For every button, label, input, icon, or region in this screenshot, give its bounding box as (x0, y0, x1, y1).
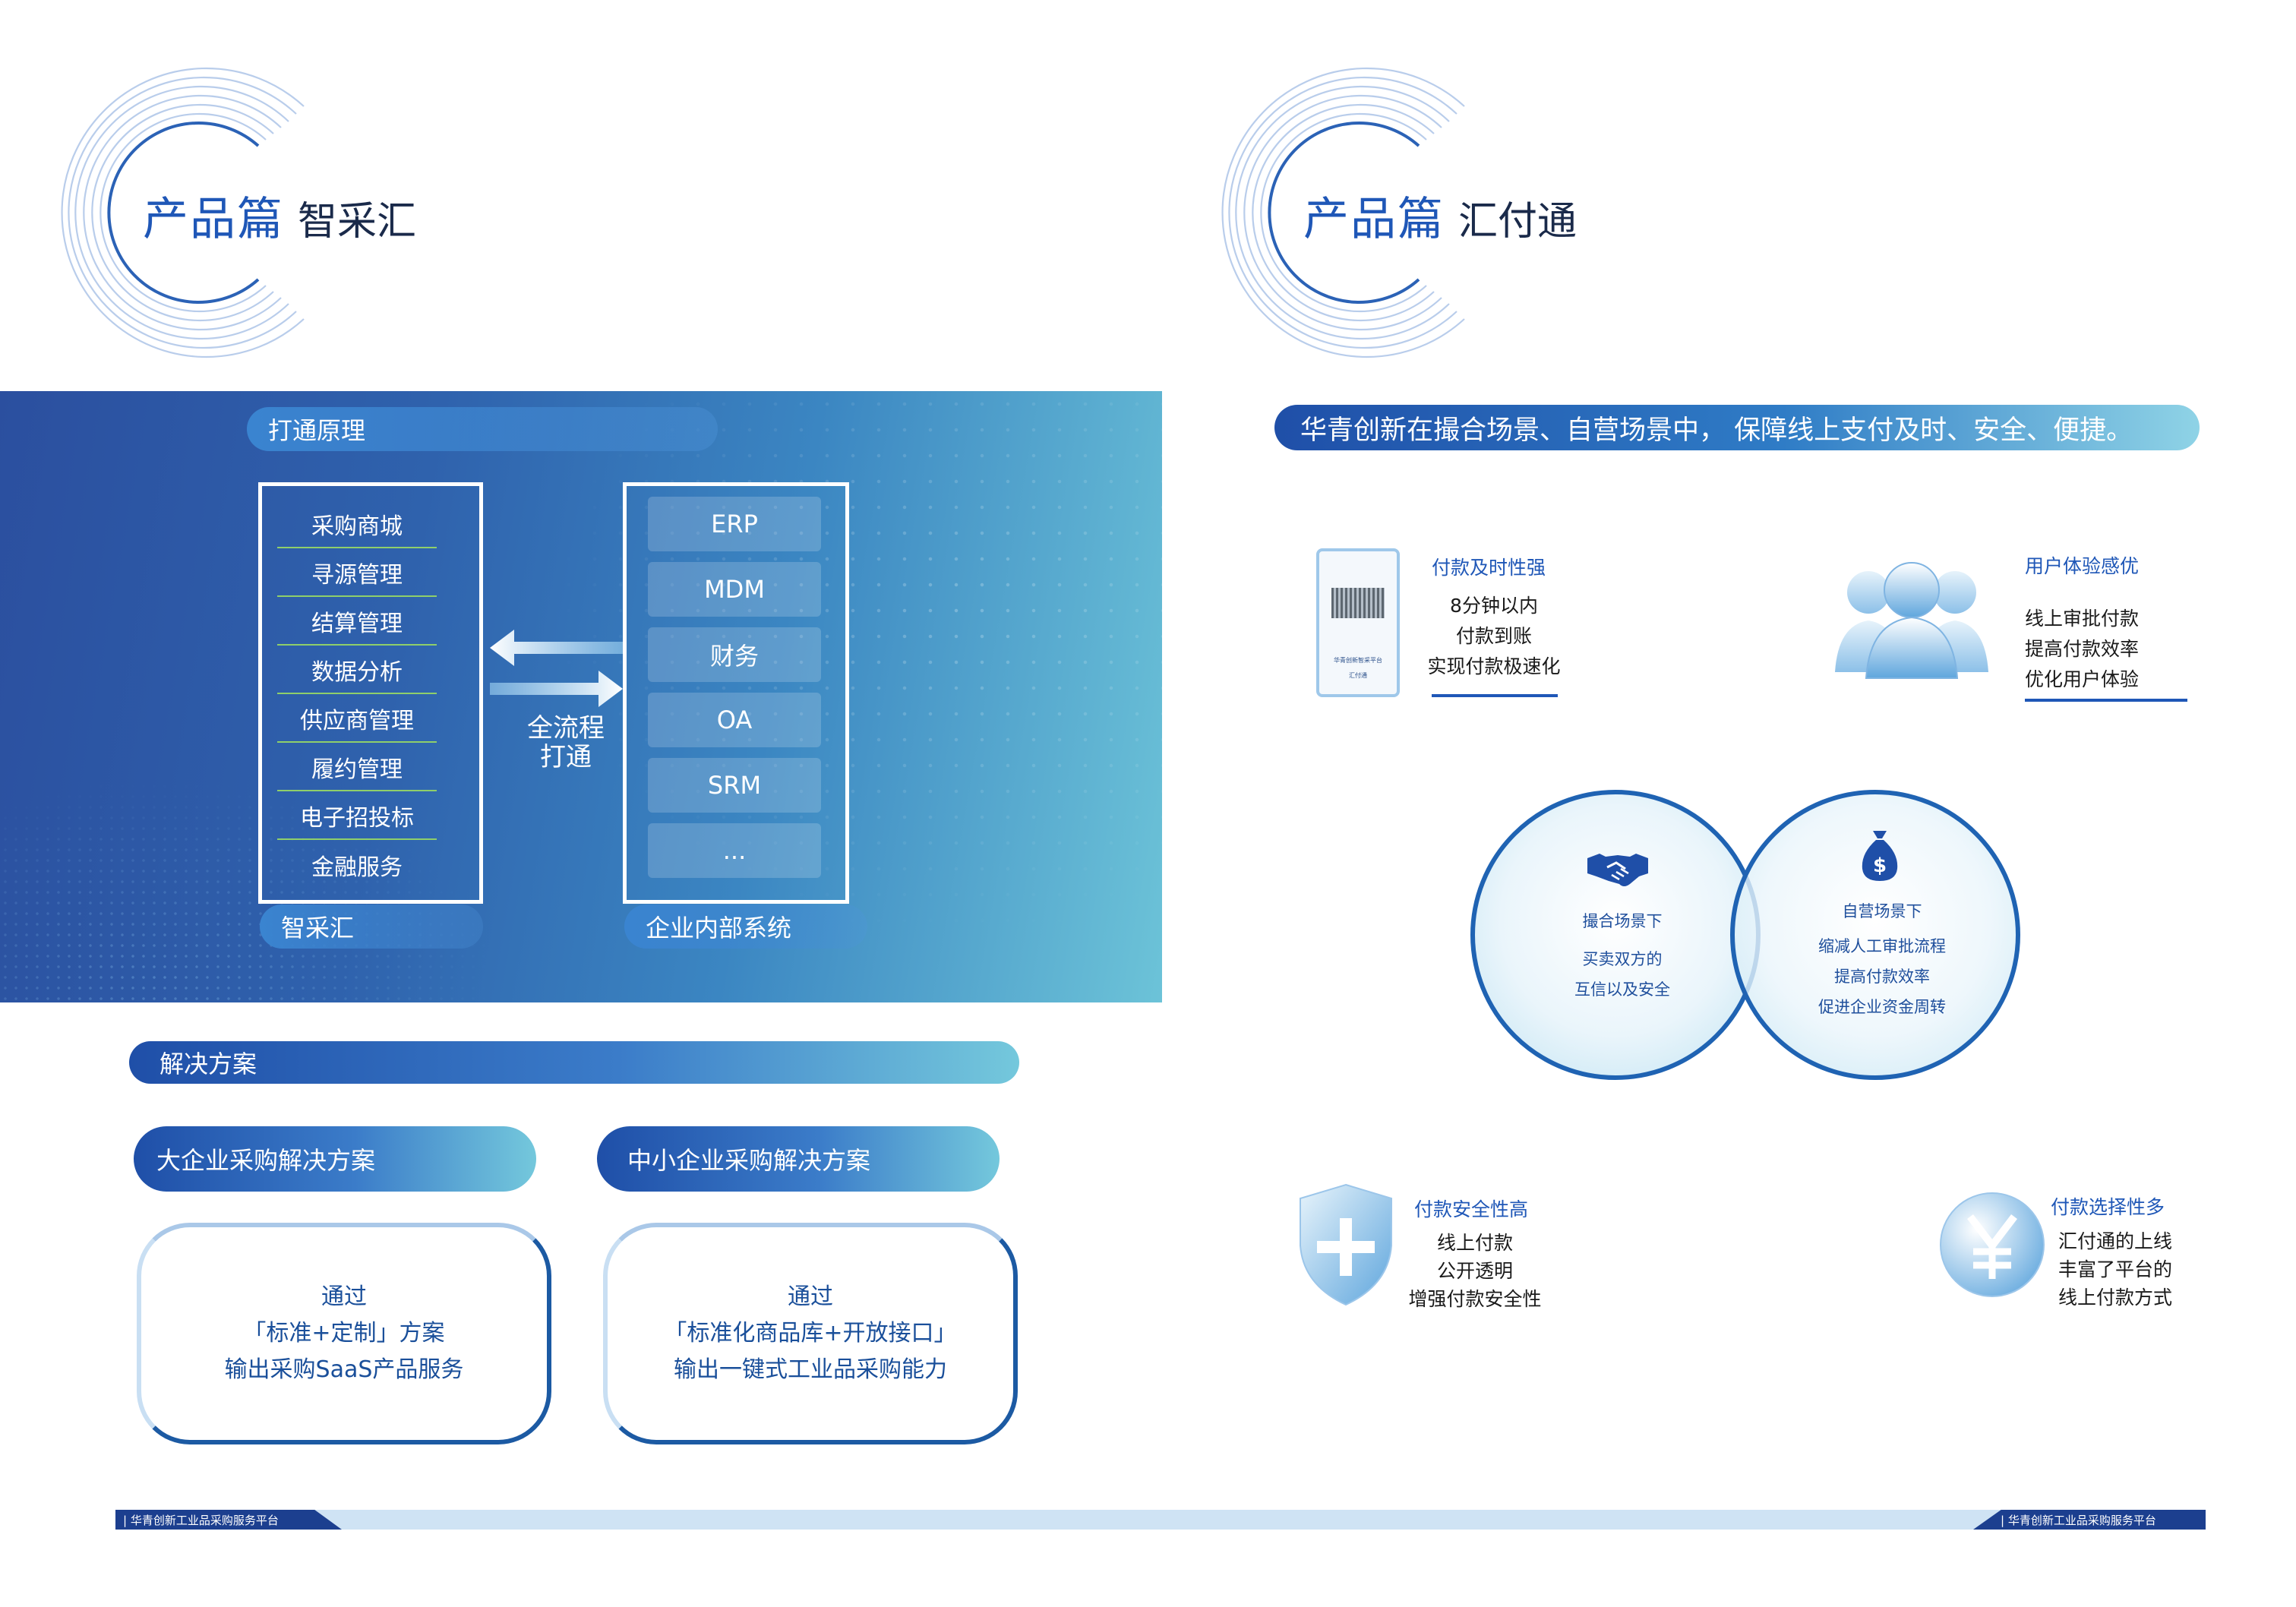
arrow-label-line: 打通 (540, 742, 592, 772)
matching-scene-circle (1470, 790, 1761, 1080)
heading-main: 产品篇 (143, 193, 284, 246)
solution-line: 「标准+定制」方案 (243, 1320, 445, 1347)
module-item: 电子招投标 (277, 793, 437, 840)
money-bag-icon: $ (1862, 831, 1898, 881)
solution-line: 输出采购SaaS产品服务 (224, 1356, 464, 1383)
feature-line: 优化用户体验 (2025, 668, 2140, 690)
feature-choice-title: 付款选择性多 (2051, 1196, 2165, 1218)
system-item: SRM (648, 758, 821, 813)
solution-line: 「标准化商品库+开放接口」 (664, 1320, 957, 1347)
module-item: 履约管理 (277, 744, 437, 791)
feature-line: 增强付款安全性 (1408, 1288, 1542, 1310)
feature-underline (1432, 694, 1558, 697)
arrow-label-line: 全流程 (527, 713, 605, 744)
circle-line: 买卖双方的 (1582, 950, 1663, 968)
feature-line: 实现付款极速化 (1427, 655, 1561, 677)
feature-line: 提高付款效率 (2025, 638, 2140, 660)
zhicaihui-module-frame: 采购商城 寻源管理 结算管理 数据分析 供应商管理 履约管理 电子招投标 金融服… (258, 482, 483, 904)
users-icon (1835, 562, 1988, 679)
integration-panel: 打通原理 采购商城 寻源管理 结算管理 数据分析 供应商管理 履约管理 电子招投… (0, 391, 1162, 1002)
panel-label: 打通原理 (247, 407, 718, 451)
module-item: 数据分析 (277, 647, 437, 694)
heading-main: 产品篇 (1303, 193, 1445, 246)
feature-choice-text: 汇付通的上线 丰富了平台的 线上付款方式 (2058, 1227, 2195, 1312)
internal-systems-frame: ERP MDM 财务 OA SRM ... (623, 482, 849, 904)
footer-tag-right: | 华青创新工业品采购服务平台 (1973, 1510, 2206, 1530)
page-title-right: 产品篇 汇付通 (1303, 182, 1577, 248)
feature-underline (2025, 699, 2187, 702)
matching-scene-title: 撮合场景下 (1582, 912, 1663, 930)
solution-small-card: 通过 「标准化商品库+开放接口」 输出一键式工业品采购能力 (603, 1223, 1018, 1444)
feature-timely-text: 8分钟以内 付款到账 实现付款极速化 (1414, 591, 1574, 682)
module-item: 供应商管理 (277, 696, 437, 743)
self-operated-circle (1730, 790, 2020, 1080)
phone-screenshot-image (1331, 588, 1385, 618)
module-item: 金融服务 (311, 854, 403, 881)
system-item: 财务 (648, 627, 821, 682)
self-operated-title: 自营场景下 (1842, 902, 1922, 920)
solution-line: 通过 (788, 1283, 833, 1310)
solution-large-title: 大企业采购解决方案 (134, 1126, 536, 1192)
circle-line: 提高付款效率 (1834, 968, 1930, 986)
feature-line: 丰富了平台的 (2058, 1258, 2173, 1280)
value-banner: 华青创新在撮合场景、自营场景中， 保障线上支付及时、安全、便捷。 (1274, 405, 2200, 450)
feature-ux-text: 线上审批付款 提高付款效率 优化用户体验 (2025, 604, 2177, 695)
circle-line: 促进企业资金周转 (1818, 998, 1946, 1016)
solution-line: 输出一键式工业品采购能力 (674, 1356, 947, 1383)
system-item: OA (648, 693, 821, 747)
handshake-icon (1587, 854, 1648, 886)
feature-security-title: 付款安全性高 (1414, 1198, 1529, 1220)
circle-line: 互信以及安全 (1574, 980, 1670, 999)
heading-sub: 汇付通 (1458, 199, 1578, 245)
feature-timely-title: 付款及时性强 (1432, 557, 1546, 579)
feature-ux-title: 用户体验感优 (2025, 555, 2140, 577)
solution-large-card: 通过 「标准+定制」方案 输出采购SaaS产品服务 (137, 1223, 551, 1444)
zhicaihui-caption: 智采汇 (260, 905, 483, 949)
feature-line: 8分钟以内 (1450, 595, 1538, 617)
yen-coin-icon (1940, 1192, 2045, 1297)
system-item: ERP (648, 497, 821, 551)
module-item: 寻源管理 (277, 550, 437, 597)
self-operated-text: 缩减人工审批流程 提高付款效率 促进企业资金周转 (1791, 931, 1973, 1022)
systems-caption: 企业内部系统 (624, 905, 867, 949)
module-item: 采购商城 (277, 501, 437, 548)
feature-line: 线上审批付款 (2025, 608, 2140, 630)
concentric-arcs-decoration (1221, 67, 1465, 358)
solutions-label: 解决方案 (129, 1041, 1019, 1084)
feature-security-text: 线上付款 公开透明 增强付款安全性 (1397, 1229, 1552, 1313)
matching-scene-text: 买卖双方的 互信以及安全 (1546, 944, 1698, 1005)
footer-tag-left: | 华青创新工业品采购服务平台 (115, 1510, 342, 1530)
phone-mockup: 华青创新智采平台 汇付通 (1316, 548, 1400, 697)
solution-small-title: 中小企业采购解决方案 (597, 1126, 1000, 1192)
page-title-left: 产品篇 智采汇 (143, 182, 416, 248)
wave-texture (0, 759, 532, 1002)
feature-line: 线上付款 (1436, 1232, 1513, 1254)
sync-arrows-icon (490, 630, 623, 707)
heading-sub: 智采汇 (298, 199, 417, 245)
module-item: 结算管理 (277, 598, 437, 646)
phone-caption: 华青创新智采平台 (1334, 657, 1382, 664)
feature-line: 公开透明 (1436, 1260, 1513, 1282)
concentric-arcs-decoration (61, 67, 305, 358)
shield-icon (1300, 1183, 1392, 1306)
solution-line: 通过 (321, 1283, 367, 1310)
feature-line: 线上付款方式 (2058, 1287, 2173, 1309)
system-item: MDM (648, 562, 821, 617)
svg-text:$: $ (1873, 854, 1887, 877)
circle-line: 缩减人工审批流程 (1818, 937, 1946, 955)
phone-caption: 汇付通 (1349, 672, 1367, 679)
footer-bar (115, 1510, 2206, 1530)
arrow-label: 全流程 打通 (524, 714, 608, 772)
feature-line: 汇付通的上线 (2058, 1230, 2173, 1252)
system-item: ... (648, 823, 821, 878)
feature-line: 付款到账 (1455, 625, 1532, 647)
